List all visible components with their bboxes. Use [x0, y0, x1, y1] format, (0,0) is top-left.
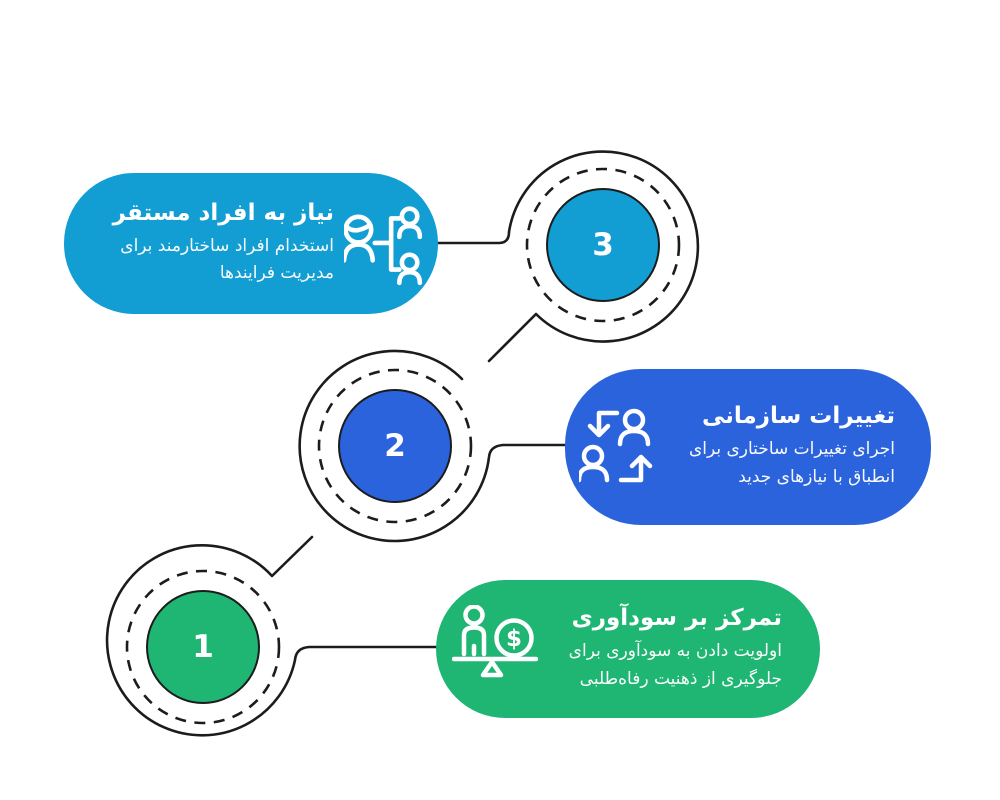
card-2-text: تغییرات سازمانی اجرای تغییرات ساختاری بر…: [667, 403, 895, 490]
card-1-subtitle-line-1: اولویت دادن به سودآوری برای: [568, 641, 782, 662]
card-3-text: نیاز به افراد مستقر استخدام افراد ساختار…: [90, 200, 334, 287]
card-2-subtitle-line-2: انطباق با نیازهای جدید: [738, 466, 895, 487]
card-2-title: تغییرات سازمانی: [702, 403, 895, 430]
card-2-subtitle: اجرای تغییرات ساختاری برای انطباق با نیا…: [667, 436, 895, 490]
step-number-1: 1: [192, 629, 214, 665]
card-step-1: تمرکز بر سودآوری اولویت دادن به سودآوری …: [436, 580, 820, 718]
step-circle-3: 3: [546, 188, 660, 302]
step-number-2: 2: [384, 428, 406, 464]
card-1-title: تمرکز بر سودآوری: [571, 605, 782, 632]
card-3-title: نیاز به افراد مستقر: [112, 199, 334, 226]
people-swap-icon: [579, 399, 659, 495]
dashed-ring-2: [317, 368, 473, 524]
dashed-ring-1: [125, 569, 281, 725]
step-circle-1: 1: [146, 590, 260, 704]
card-step-3: نیاز به افراد مستقر استخدام افراد ساختار…: [64, 173, 438, 314]
card-1-text: تمرکز بر سودآوری اولویت دادن به سودآوری …: [544, 605, 782, 692]
card-3-subtitle: استخدام افراد ساختارمند برای مدیریت فرای…: [90, 233, 334, 287]
dollar-symbol: $: [506, 626, 522, 652]
org-structure-icon: [344, 202, 426, 286]
card-1-subtitle-line-2: جلوگیری از ذهنیت رفاه‌طلبی: [579, 668, 782, 689]
ring-1-connector-path: [105, 535, 442, 737]
card-3-subtitle-line-2: مدیریت فرایندها: [219, 263, 334, 283]
card-1-subtitle: اولویت دادن به سودآوری برای جلوگیری از ذ…: [544, 638, 782, 692]
ring-2-connector-path: [298, 349, 574, 543]
card-step-2: تغییرات سازمانی اجرای تغییرات ساختاری بر…: [565, 369, 931, 525]
step-circle-2: 2: [338, 389, 452, 503]
step-number-3: 3: [592, 227, 614, 263]
card-3-subtitle-line-1: استخدام افراد ساختارمند برای: [120, 235, 334, 256]
outline-strokes: [105, 150, 700, 737]
ring-3-connector-path: [430, 150, 700, 363]
dashed-ring-3: [525, 167, 681, 323]
card-2-subtitle-line-1: اجرای تغییرات ساختاری برای: [688, 439, 895, 460]
profit-balance-icon: $: [452, 605, 538, 693]
